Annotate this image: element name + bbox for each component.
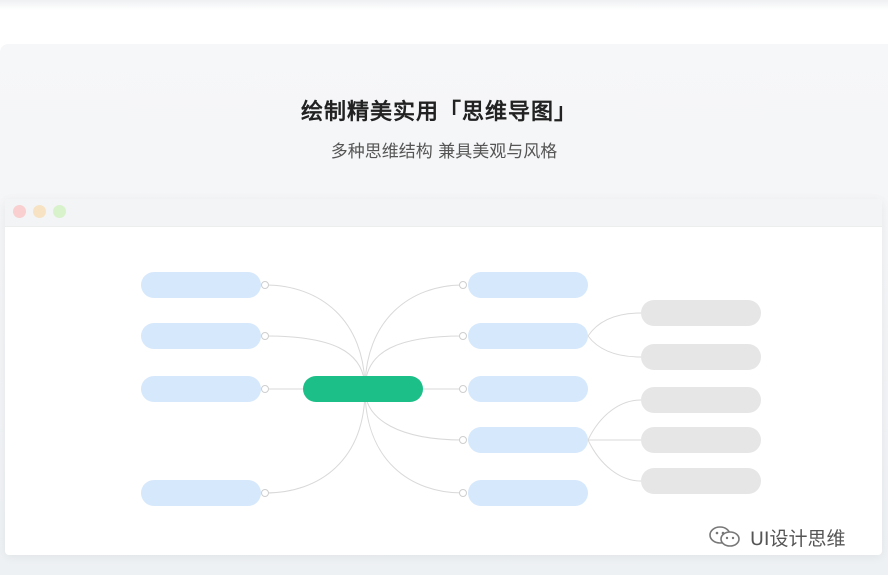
handle-left-3 — [261, 385, 269, 393]
handle-left-4 — [261, 489, 269, 497]
close-dot[interactable] — [13, 205, 26, 218]
leaf-nodes — [641, 300, 761, 494]
window-titlebar — [5, 199, 882, 227]
branch-node-left-3[interactable] — [141, 376, 261, 402]
connector-leaf-3 — [587, 399, 642, 441]
leaf-node-3[interactable] — [641, 387, 761, 413]
connector-leaf-1 — [587, 312, 642, 337]
right-branch-nodes — [468, 272, 588, 506]
branch-node-left-2[interactable] — [141, 323, 261, 349]
handle-left-1 — [261, 281, 269, 289]
branch-node-left-4[interactable] — [141, 480, 261, 506]
leaf-node-5[interactable] — [641, 468, 761, 494]
branch-node-right-3[interactable] — [468, 376, 588, 402]
leaf-node-2[interactable] — [641, 344, 761, 370]
page-title: 绘制精美实用「思维导图」 — [300, 100, 577, 125]
handle-right-1 — [459, 281, 467, 289]
handle-right-2 — [459, 332, 467, 340]
connector-right-1 — [364, 284, 464, 390]
connector-left-4 — [264, 388, 366, 494]
branch-node-right-5[interactable] — [468, 480, 588, 506]
page-subtitle: 多种思维结构 兼具美观与风格 — [330, 142, 558, 162]
left-branch-nodes — [141, 272, 261, 506]
branch-node-right-2[interactable] — [468, 323, 588, 349]
branch-node-right-1[interactable] — [468, 272, 588, 298]
connector-handles — [261, 281, 467, 497]
handle-right-4 — [459, 436, 467, 444]
handle-left-2 — [261, 332, 269, 340]
watermark: UI设计思维 — [708, 524, 846, 550]
leaf-node-1[interactable] — [641, 300, 761, 326]
branch-node-left-1[interactable] — [141, 272, 261, 298]
watermark-text: UI设计思维 — [750, 527, 846, 550]
leaf-node-4[interactable] — [641, 427, 761, 453]
maximize-dot[interactable] — [53, 205, 66, 218]
connector-leaf-2 — [587, 335, 642, 358]
connector-left-1 — [264, 284, 366, 390]
wechat-icon — [709, 526, 740, 547]
minimize-dot[interactable] — [33, 205, 46, 218]
branch-node-right-4[interactable] — [468, 427, 588, 453]
top-strip — [0, 0, 888, 10]
root-node[interactable] — [303, 376, 423, 402]
handle-right-5 — [459, 489, 467, 497]
connector-leaf-5 — [587, 439, 642, 482]
handle-right-3 — [459, 385, 467, 393]
connector-right-5 — [364, 388, 464, 494]
